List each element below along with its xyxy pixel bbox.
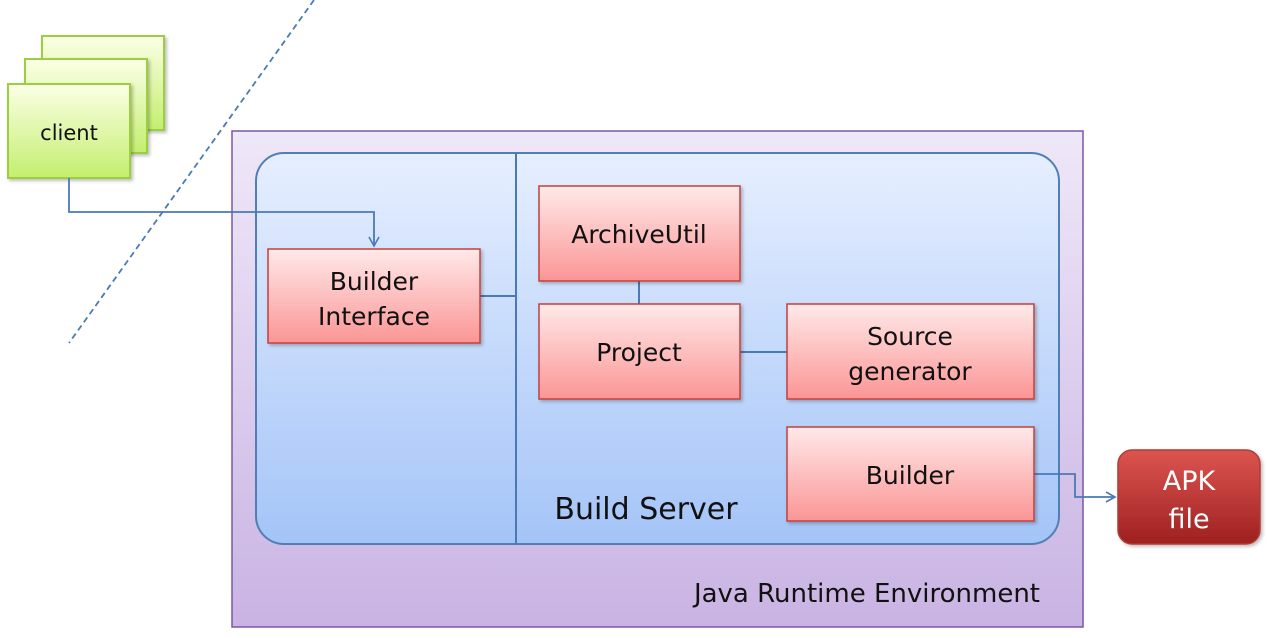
builder-interface-box: Builder Interface	[267, 248, 481, 344]
builder-to-apk-arrow	[1034, 473, 1117, 503]
project-box: Project	[538, 303, 741, 400]
archiveutil-label: ArchiveUtil	[571, 220, 707, 249]
apk-label-line2: file	[1168, 504, 1209, 535]
project-label: Project	[596, 338, 682, 367]
apk-label-line1: APK	[1163, 466, 1217, 497]
client-label: client	[40, 121, 98, 145]
build-server-label: Build Server	[554, 492, 738, 527]
client-to-builder-interface-arrow	[68, 178, 380, 248]
builder-interface-label-line2: Interface	[318, 302, 430, 331]
source-generator-box: Source generator	[786, 303, 1035, 400]
builder-box: Builder	[786, 426, 1035, 522]
network-boundary-dashed-line	[68, 0, 315, 344]
client-box-front	[7, 83, 131, 179]
source-generator-label-line1: Source	[867, 322, 953, 351]
apk-file-box: APK file	[1117, 449, 1261, 545]
client-stack: client	[7, 35, 165, 179]
builder-label: Builder	[866, 461, 955, 490]
archiveutil-box: ArchiveUtil	[538, 185, 741, 282]
source-generator-label-line2: generator	[848, 357, 972, 386]
jre-label: Java Runtime Environment	[692, 579, 1040, 609]
builder-interface-label-line1: Builder	[330, 267, 419, 296]
